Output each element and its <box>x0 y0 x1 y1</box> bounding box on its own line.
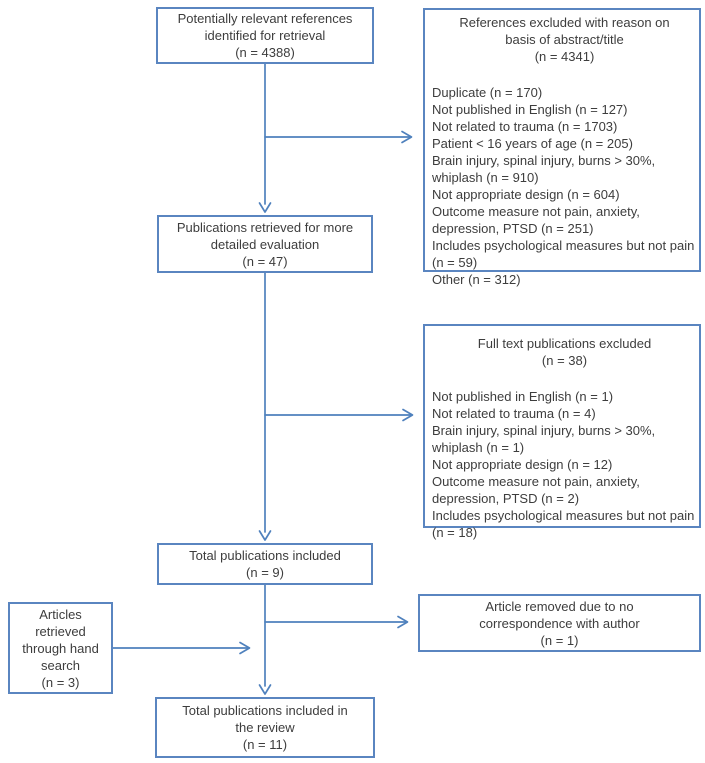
arrowhead-down-2 <box>258 530 272 541</box>
exclusion-reason: Patient < 16 years of age (n = 205) <box>432 136 633 151</box>
box-final: Total publications included in the revie… <box>155 697 375 758</box>
box-retrieved: Publications retrieved for more detailed… <box>157 215 373 273</box>
box-excluded-abstract: References excluded with reason on basis… <box>423 8 701 287</box>
box-hand-search-line: search <box>40 657 81 673</box>
exclusion-reason: Outcome measure not pain, anxiety, depre… <box>432 474 640 506</box>
arrowhead-down-3 <box>258 684 272 695</box>
box-final-count: (n = 11) <box>242 737 288 752</box>
exclusion-reason: Brain injury, spinal injury, burns > 30%… <box>432 153 656 185</box>
excluded-fulltext-count: (n = 38) <box>541 353 588 368</box>
exclusion-reason: Outcome measure not pain, anxiety, depre… <box>432 204 640 236</box>
exclusion-reason: Not appropriate design (n = 12) <box>432 457 613 472</box>
box-hand-search-line: retrieved <box>35 623 86 639</box>
box-included: Total publications included (n = 9) <box>157 543 373 585</box>
excluded-abstract-reason-list: Duplicate (n = 170) Not published in Eng… <box>432 84 697 288</box>
exclusion-reason: Duplicate (n = 170) <box>432 85 543 100</box>
arrowhead-right-2 <box>402 408 414 422</box>
excluded-fulltext-title-line: Full text publications excluded <box>477 336 652 351</box>
box-identified-line: identified for retrieval <box>204 28 326 43</box>
box-removed-line: correspondence with author <box>479 615 640 631</box>
exclusion-reason: Brain injury, spinal injury, burns > 30%… <box>432 423 656 455</box>
box-final-line: the review <box>235 720 295 735</box>
arrowhead-right-3 <box>397 615 409 629</box>
exclusion-reason: Not related to trauma (n = 4) <box>432 406 596 421</box>
box-identified: Potentially relevant references identifi… <box>156 7 374 64</box>
arrowhead-right-1 <box>401 130 413 144</box>
exclusion-reason: Not appropriate design (n = 604) <box>432 187 620 202</box>
box-removed-line: Article removed due to no <box>485 598 634 614</box>
box-removed-count: (n = 1) <box>540 632 579 648</box>
exclusion-reason: Includes psychological measures but not … <box>432 238 695 270</box>
excluded-abstract-title-line: basis of abstract/title <box>505 32 624 47</box>
box-retrieved-count: (n = 47) <box>242 253 288 269</box>
box-hand-search: Articles retrieved through hand search (… <box>8 602 113 694</box>
box-retrieved-line: Publications retrieved for more <box>176 219 354 235</box>
exclusion-reason: Not related to trauma (n = 1703) <box>432 119 618 134</box>
exclusion-reason: Not published in English (n = 127) <box>432 102 628 117</box>
arrowhead-right-4 <box>239 641 251 655</box>
box-identified-count: (n = 4388) <box>235 45 295 60</box>
box-retrieved-line: detailed evaluation <box>210 236 320 252</box>
box-excluded-fulltext: Full text publications excluded (n = 38)… <box>423 324 701 540</box>
box-excluded-abstract-title: References excluded with reason on basis… <box>432 14 697 65</box>
excluded-abstract-count: (n = 4341) <box>534 49 595 64</box>
box-identified-line: Potentially relevant references <box>177 11 353 26</box>
exclusion-reason: Not published in English (n = 1) <box>432 389 614 404</box>
exclusion-reason: Other (n = 312) <box>432 272 521 287</box>
box-hand-search-count: (n = 3) <box>41 674 80 690</box>
exclusion-reason: Includes psychological measures but not … <box>432 508 695 540</box>
box-hand-search-line: through hand <box>22 640 99 656</box>
box-included-line: Total publications included <box>189 548 341 563</box>
excluded-abstract-title-line: References excluded with reason on <box>459 15 670 30</box>
box-excluded-fulltext-title: Full text publications excluded (n = 38) <box>432 335 697 369</box>
excluded-fulltext-reason-list: Not published in English (n = 1) Not rel… <box>432 388 697 541</box>
box-final-line: Total publications included in <box>182 703 348 718</box>
box-removed: Article removed due to no correspondence… <box>418 594 701 652</box>
arrowhead-down-1 <box>258 202 272 213</box>
box-hand-search-line: Articles <box>39 606 82 622</box>
box-included-count: (n = 9) <box>246 565 284 580</box>
